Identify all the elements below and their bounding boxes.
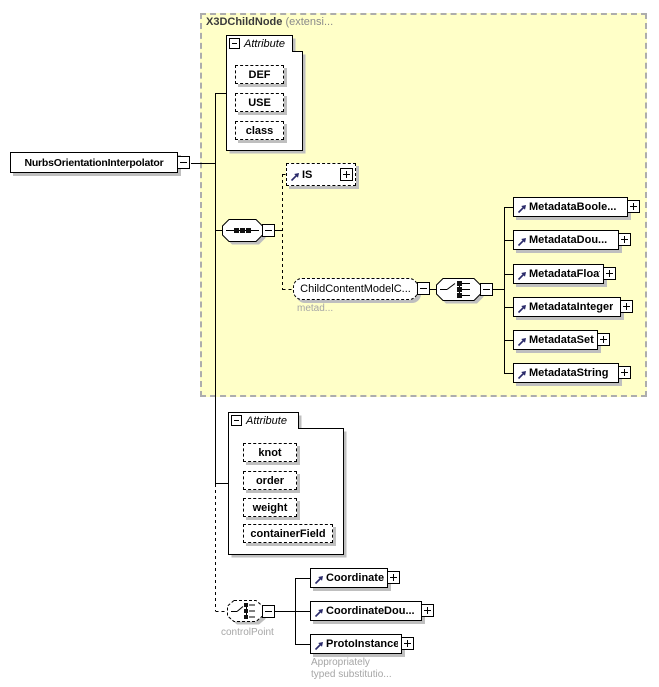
ne-arrow-icon <box>517 370 527 380</box>
attribute-label: containerField <box>250 527 326 540</box>
element-label: MetadataBoole... <box>529 201 617 213</box>
element-label: CoordinateDou... <box>326 605 415 617</box>
ne-arrow-icon <box>290 172 300 182</box>
base-type-name: X3DChildNode <box>206 16 283 28</box>
collapse-button[interactable] <box>417 282 430 295</box>
element-label: MetadataString <box>529 367 609 379</box>
collapse-button[interactable] <box>262 605 275 618</box>
attribute-group-label: Attribute <box>246 414 287 427</box>
collapse-button[interactable] <box>262 224 275 237</box>
ne-arrow-icon <box>314 608 324 618</box>
collapse-button[interactable] <box>229 38 240 49</box>
sequence-connector-icon[interactable] <box>222 219 266 245</box>
attribute-group-label: Attribute <box>244 37 285 50</box>
expand-button[interactable] <box>387 571 400 584</box>
element-label: MetadataInteger <box>529 301 614 313</box>
element-label: IS <box>302 168 313 181</box>
expand-button[interactable] <box>401 637 414 650</box>
element-coordinate-double[interactable]: CoordinateDou... <box>310 601 434 621</box>
expand-button[interactable] <box>597 333 610 346</box>
expand-button[interactable] <box>618 366 631 379</box>
attribute-label: USE <box>248 96 271 109</box>
group-label: ChildContentModelC... <box>300 283 411 295</box>
expand-button[interactable] <box>603 267 616 280</box>
element-label: ProtoInstance <box>326 638 398 650</box>
element-label: Coordinate <box>326 572 384 584</box>
expand-button[interactable] <box>627 200 640 213</box>
element-label: MetadataDou... <box>529 234 608 246</box>
element-metadata-double[interactable]: MetadataDou... <box>513 230 631 250</box>
ne-arrow-icon <box>517 304 527 314</box>
attribute-label: DEF <box>248 68 271 81</box>
element-metadata-integer[interactable]: MetadataInteger <box>513 297 633 317</box>
control-point-choice-connector-icon[interactable] <box>227 600 266 625</box>
attribute-label: weight <box>252 501 288 514</box>
attribute-group-top-header: Attribute <box>226 36 292 51</box>
attribute-label: knot <box>258 446 282 459</box>
attribute-def[interactable]: DEF <box>235 65 284 84</box>
ne-arrow-icon <box>517 337 527 347</box>
ne-arrow-icon <box>314 641 324 651</box>
attribute-knot[interactable]: knot <box>243 443 297 462</box>
element-coordinate[interactable]: Coordinate <box>310 568 400 588</box>
element-is[interactable]: IS <box>286 163 356 186</box>
base-type-header: X3DChildNode (extensi... <box>206 16 333 28</box>
attribute-class[interactable]: class <box>235 121 284 140</box>
expand-button[interactable] <box>618 233 631 246</box>
collapse-button[interactable] <box>480 283 493 296</box>
attribute-order[interactable]: order <box>243 471 297 490</box>
attribute-container-field[interactable]: containerField <box>243 524 333 543</box>
group-annotation: metad... <box>297 303 334 314</box>
expand-button[interactable] <box>340 167 353 181</box>
attribute-use[interactable]: USE <box>235 93 284 112</box>
attribute-label: class <box>245 124 274 137</box>
element-metadata-string[interactable]: MetadataString <box>513 363 631 383</box>
element-label: NurbsOrientationInterpolator <box>24 156 164 169</box>
collapse-button[interactable] <box>231 415 242 426</box>
substitution-annotation: Appropriately typed substitutio... <box>311 657 392 681</box>
ne-arrow-icon <box>517 271 527 281</box>
choice-connector-icon[interactable] <box>436 278 484 304</box>
expand-button[interactable] <box>421 604 434 617</box>
ne-arrow-icon <box>517 204 527 214</box>
group-child-content-model[interactable]: ChildContentModelC... <box>293 278 430 300</box>
collapse-button[interactable] <box>177 155 190 169</box>
annotation-line: typed substitutio... <box>311 669 392 680</box>
element-nurbs-orientation-interpolator[interactable]: NurbsOrientationInterpolator <box>10 152 190 173</box>
attribute-weight[interactable]: weight <box>243 498 297 517</box>
expand-button[interactable] <box>620 300 633 313</box>
attribute-group-bottom-header: Attribute <box>228 413 298 428</box>
attribute-label: order <box>255 474 285 487</box>
element-label: MetadataSet <box>529 334 594 346</box>
element-label: MetadataFloat <box>529 268 600 280</box>
base-type-suffix: (extensi... <box>282 16 334 28</box>
element-metadata-float[interactable]: MetadataFloat <box>513 264 616 284</box>
element-metadata-boolean[interactable]: MetadataBoole... <box>513 197 640 217</box>
ne-arrow-icon <box>314 575 324 585</box>
control-point-label: controlPoint <box>221 627 274 638</box>
element-proto-instance[interactable]: ProtoInstance <box>310 634 414 654</box>
annotation-line: Appropriately <box>311 657 370 668</box>
ne-arrow-icon <box>517 237 527 247</box>
element-metadata-set[interactable]: MetadataSet <box>513 330 610 350</box>
